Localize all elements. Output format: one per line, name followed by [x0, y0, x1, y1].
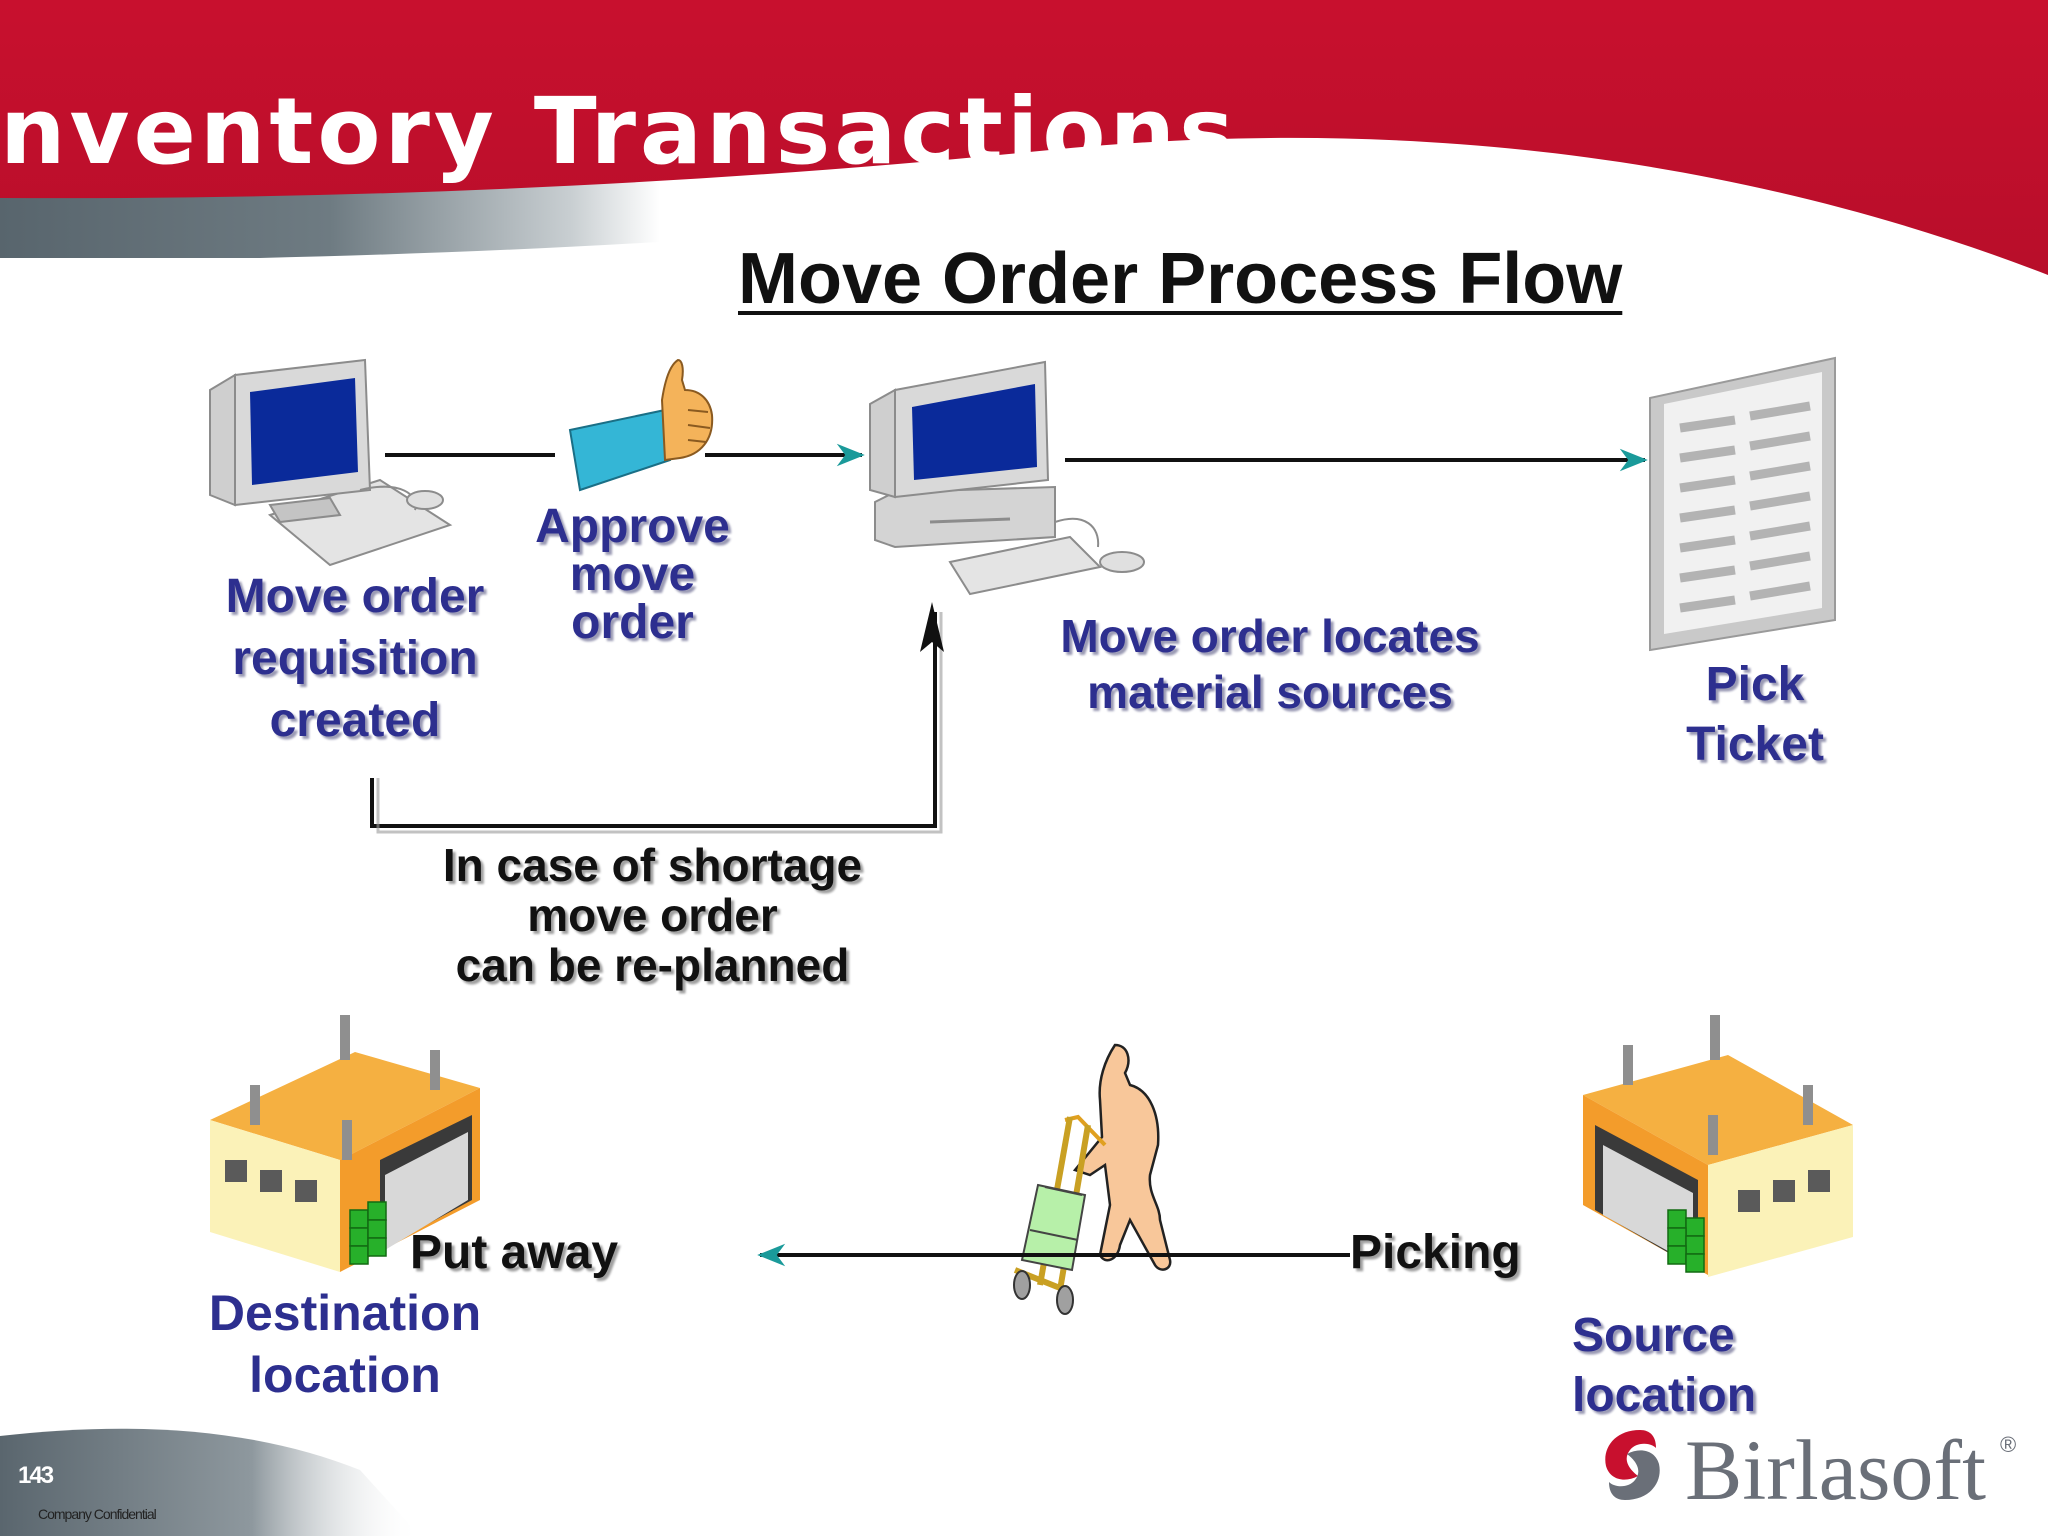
destination-label-line: Destination	[208, 1285, 482, 1341]
locate-label-line: Move order locates	[1060, 610, 1480, 662]
approve-label: Approve move order	[515, 503, 750, 647]
diagram-title: Move Order Process Flow	[738, 239, 1623, 319]
pick-ticket-document-icon	[1649, 356, 1836, 652]
pick-ticket-label: Pick Ticket	[1650, 655, 1860, 775]
shortage-label: In case of shortage move order can be re…	[395, 840, 910, 990]
flow-connectors	[370, 443, 1648, 1267]
pick-ticket-label-line: Ticket	[1686, 718, 1824, 771]
requisition-label-line: Move order	[225, 570, 485, 623]
brand-name: Birlasoft	[1685, 1422, 1986, 1518]
approve-label-line: move	[569, 548, 696, 601]
requisition-label-line: created	[269, 694, 441, 747]
shortage-label-line: In case of shortage	[442, 839, 863, 891]
destination-label-line: location	[249, 1347, 441, 1403]
computer-icon	[209, 358, 453, 567]
requisition-label: Move order requisition created	[190, 566, 520, 752]
approve-label-line: Approve	[535, 500, 730, 553]
warehouse-icon	[1583, 1015, 1853, 1277]
pick-ticket-label-line: Pick	[1705, 658, 1805, 711]
locate-label-line: material sources	[1087, 666, 1453, 718]
approve-label-line: order	[571, 596, 694, 649]
computer-icon	[869, 360, 1145, 596]
slide-number: 143	[18, 1462, 54, 1489]
source-label-line: Source	[1572, 1309, 1735, 1362]
source-label-line: location	[1572, 1369, 1757, 1422]
thumbs-up-icon	[568, 358, 714, 492]
birlasoft-logo-icon	[1605, 1430, 1660, 1500]
put-away-label: Put away	[410, 1226, 619, 1279]
source-label: Source location	[1572, 1306, 1756, 1426]
picking-label: Picking	[1350, 1226, 1521, 1279]
shortage-label-line: can be re-planned	[455, 939, 850, 991]
brand-registered-mark: ®	[2000, 1432, 2017, 1457]
requisition-label-line: requisition	[232, 632, 478, 685]
header-band	[0, 0, 2048, 275]
warehouse-icon	[210, 1015, 480, 1272]
footer-swoosh	[0, 1428, 420, 1536]
locate-label: Move order locates material sources	[1015, 608, 1525, 720]
slide-title: nventory Transactions	[0, 78, 1238, 185]
destination-label: Destination location	[195, 1282, 495, 1406]
worker-hand-truck-icon	[1013, 1043, 1172, 1315]
shortage-label-line: move order	[527, 889, 778, 941]
confidential-footer: Company Confidential	[38, 1506, 157, 1522]
